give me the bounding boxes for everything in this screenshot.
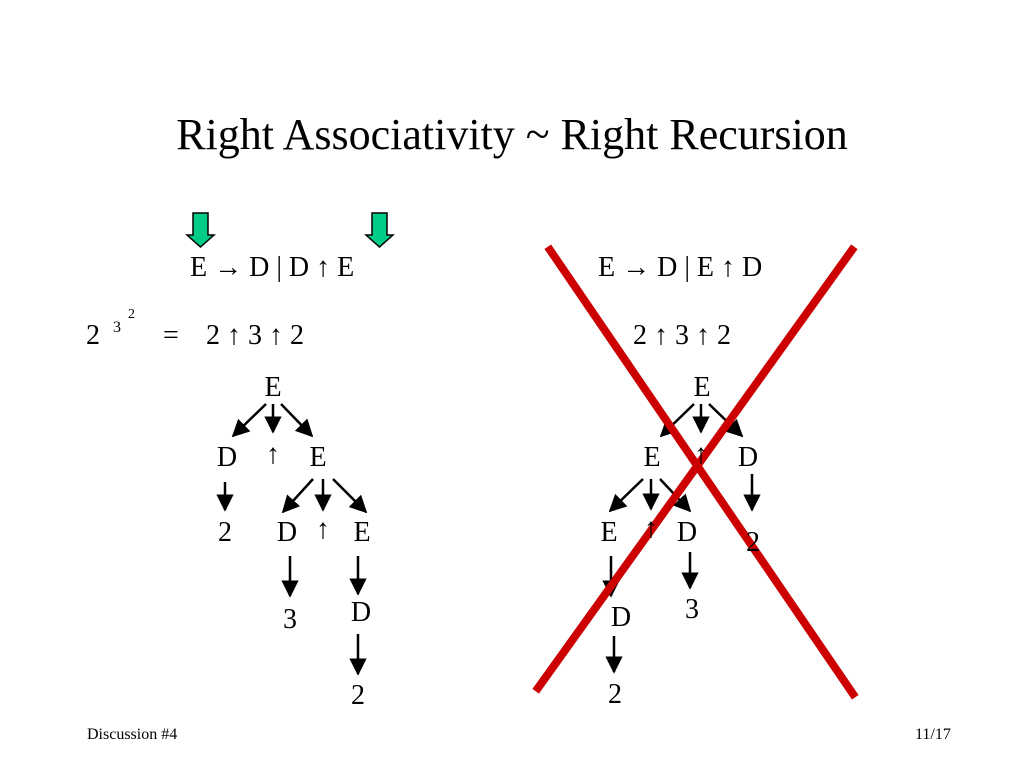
right-tree-leaf-2: 2 — [746, 527, 760, 558]
left-tree-leaf-2: 2 — [218, 517, 232, 548]
left-tree-root: E — [264, 372, 282, 403]
highlight-arrow-right — [364, 212, 395, 249]
right-edge-e-e — [608, 478, 644, 513]
left-tree-op2: ↑ — [316, 514, 330, 545]
right-grammar-rule: E → D | E ↑ D — [598, 252, 763, 283]
right-tree-d: D — [737, 442, 759, 473]
right-tree-d3: D — [610, 602, 632, 633]
left-edge-e-d — [281, 478, 314, 514]
left-tree-op: ↑ — [266, 439, 280, 470]
cross-stroke-1 — [544, 244, 859, 700]
right-tree-root: E — [693, 372, 711, 403]
left-edge-root-e — [280, 403, 314, 438]
highlight-arrow-left — [185, 212, 216, 249]
right-tree-leaf-3: 3 — [685, 594, 699, 625]
left-power-exponent2: 2 — [128, 307, 135, 322]
left-power-base: 2 — [86, 320, 100, 351]
left-tree-d3: D — [350, 597, 372, 628]
left-equals: = — [163, 320, 179, 351]
slide-title: Right Associativity ~ Right Recursion — [176, 110, 848, 159]
left-tree-leaf-3: 3 — [283, 604, 297, 635]
right-tree-leaf-2b: 2 — [608, 679, 622, 710]
left-edge-e-e — [332, 478, 368, 514]
footer-left: Discussion #4 — [87, 726, 178, 743]
cross-stroke-2 — [532, 244, 858, 694]
right-tree-op: ↑ — [694, 439, 708, 470]
left-expression: 2 ↑ 3 ↑ 2 — [206, 320, 304, 351]
left-edge-root-d — [231, 403, 267, 438]
left-tree-d: D — [216, 442, 238, 473]
left-grammar-rule: E → D | D ↑ E — [190, 252, 355, 283]
footer-page-number: 11/17 — [915, 726, 951, 743]
right-edge-root-e — [659, 403, 695, 438]
right-tree-d2: D — [676, 517, 698, 548]
left-power-exponent: 3 — [113, 319, 121, 336]
left-tree-d2: D — [276, 517, 298, 548]
left-tree-e: E — [309, 442, 327, 473]
left-tree-e2: E — [353, 517, 371, 548]
right-tree-op2: ↑ — [644, 513, 658, 544]
right-expression: 2 ↑ 3 ↑ 2 — [633, 320, 731, 351]
left-tree-leaf-2b: 2 — [351, 680, 365, 711]
right-tree-e2: E — [600, 517, 618, 548]
right-tree-e: E — [643, 442, 661, 473]
